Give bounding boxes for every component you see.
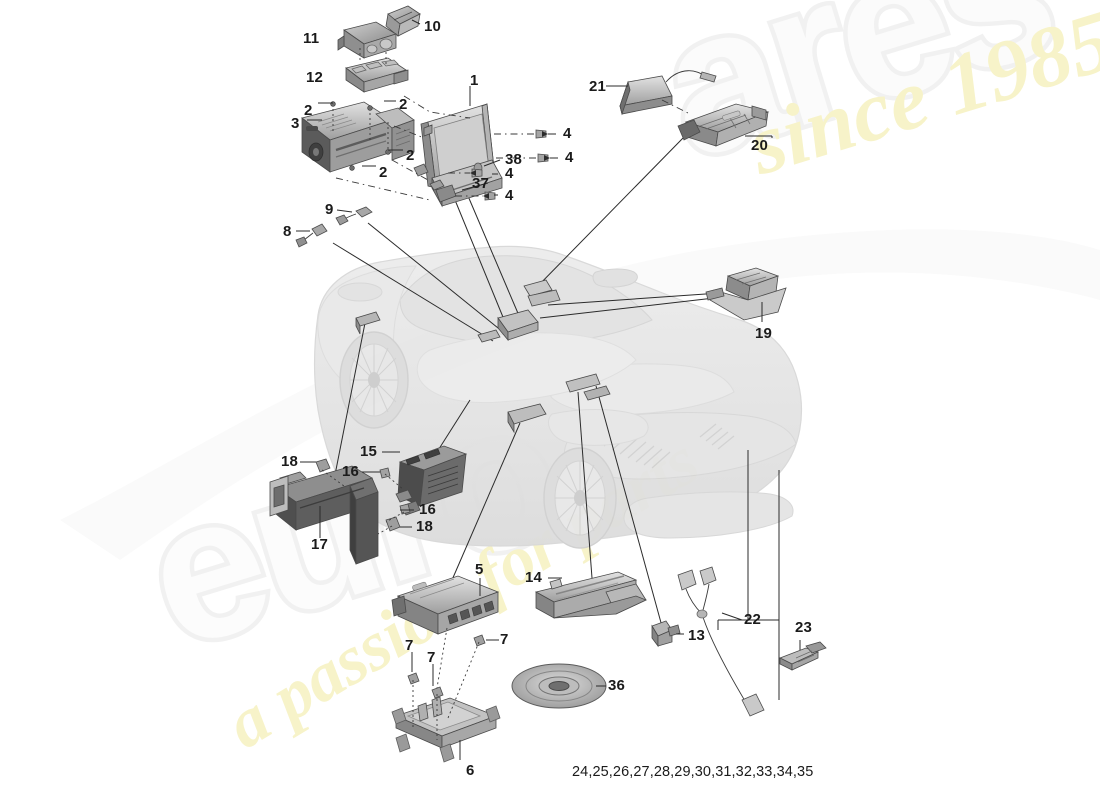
callout-7-a: 7	[405, 637, 414, 654]
callout-18-b: 18	[416, 518, 434, 535]
callout-19: 19	[755, 325, 773, 342]
part-14-antenna-panel-module	[534, 571, 648, 619]
front-wheel	[339, 331, 409, 429]
callout-17: 17	[311, 536, 329, 553]
callout-2-right: 2	[406, 147, 415, 164]
callout-16-a: 16	[342, 463, 360, 480]
callout-1: 1	[470, 72, 479, 89]
callout-9: 9	[325, 201, 334, 218]
part-17-mounting-rail-bracket	[269, 465, 379, 565]
part-1-display-screen-unit	[413, 103, 503, 208]
vehicle-silhouette	[314, 245, 803, 549]
part-20-telephone-module	[677, 103, 770, 147]
callout-18-a: 18	[281, 453, 299, 470]
callout-21: 21	[589, 78, 607, 95]
callout-36: 36	[608, 677, 626, 694]
callout-2-top: 2	[399, 96, 408, 113]
part-11-interface-box	[337, 21, 397, 59]
callout-38: 38	[505, 151, 523, 168]
part-10-usb-connector	[385, 5, 421, 37]
callout-3: 3	[291, 115, 300, 132]
callout-4-d: 4	[505, 187, 514, 204]
part-15-control-unit-module	[395, 445, 468, 516]
callout-20: 20	[751, 137, 769, 154]
part-21-antenna-cover-bracket	[619, 70, 717, 116]
callout-22: 22	[744, 611, 762, 628]
callout-13: 13	[688, 627, 706, 644]
callout-37: 37	[472, 175, 490, 192]
part-5-amplifier-module	[391, 575, 500, 635]
leader-lines	[331, 136, 780, 700]
callout-14: 14	[525, 569, 543, 586]
part-36-software-cd-disc	[511, 663, 607, 709]
part-9-antenna-lead-long	[335, 206, 373, 226]
part-7-bracket-bolts	[407, 634, 486, 699]
callout-4-c: 4	[505, 165, 514, 182]
part-3-head-unit-radio	[301, 101, 415, 173]
rear-wheel	[543, 447, 617, 549]
in-car-components	[477, 279, 611, 434]
part-13-retaining-clip	[651, 620, 681, 648]
part-12-connector-block	[345, 57, 409, 93]
callout-12: 12	[306, 69, 324, 86]
callout-10: 10	[424, 18, 442, 35]
part-6-amplifier-mounting-bracket	[391, 696, 501, 763]
in-car-small-bracket	[355, 311, 381, 335]
callout-4-b: 4	[565, 149, 574, 166]
callout-5: 5	[475, 561, 484, 578]
callout-16-b: 16	[419, 501, 437, 518]
part-8-antenna-lead-short	[295, 223, 328, 248]
callout-11: 11	[303, 30, 320, 47]
callout-7-b: 7	[427, 649, 436, 666]
callout-2-bottom: 2	[379, 164, 388, 181]
callout-15: 15	[360, 443, 378, 460]
part-23-terminal-contact	[779, 641, 827, 671]
callout-23: 23	[795, 619, 813, 636]
callout-8: 8	[283, 223, 292, 240]
part-22-y-split-wiring-harness	[677, 566, 765, 717]
callout-6: 6	[466, 762, 475, 779]
callout-number-list: 24,25,26,27,28,29,30,31,32,33,34,35	[572, 764, 814, 780]
callout-7-c: 7	[500, 631, 509, 648]
callout-4-a: 4	[563, 125, 572, 142]
part-16-control-unit-nuts	[379, 467, 411, 515]
part-19-roof-antenna-module	[705, 267, 787, 321]
callout-2-left: 2	[304, 102, 313, 119]
